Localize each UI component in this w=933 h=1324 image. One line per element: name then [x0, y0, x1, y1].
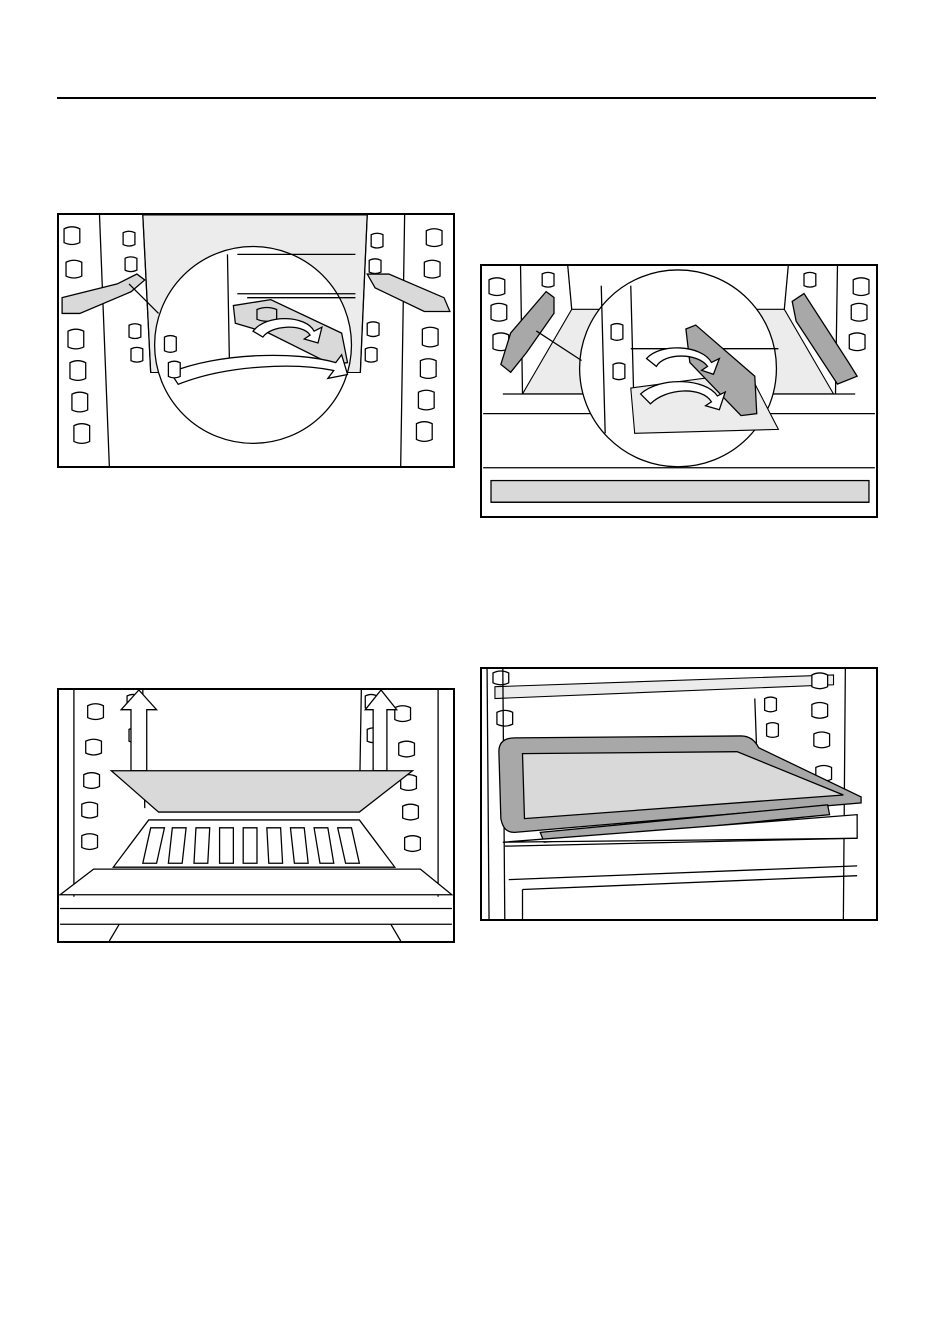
- right-wall-ribs: [360, 215, 442, 466]
- figure-shelf-support-removal: [57, 213, 455, 468]
- figure-shelf-support-fitting: [480, 264, 878, 518]
- figure-glass-shelf-lifting: [57, 688, 455, 943]
- illustration-2: [482, 266, 876, 516]
- drawer-front: [491, 481, 869, 503]
- header-rule: [57, 97, 876, 99]
- drawer-lid: [60, 869, 452, 895]
- zoom-circle: [580, 270, 777, 467]
- glass-shelf: [111, 771, 412, 812]
- crisper-grille: [113, 820, 395, 867]
- illustration-1: [59, 215, 453, 466]
- figure-baking-tray-inserted: [480, 667, 878, 921]
- glass-shelf: [495, 675, 834, 699]
- left-wall-ribs: [64, 215, 151, 466]
- illustration-4: [482, 669, 876, 919]
- illustration-3: [59, 690, 453, 941]
- right-shelf-support: [367, 274, 450, 311]
